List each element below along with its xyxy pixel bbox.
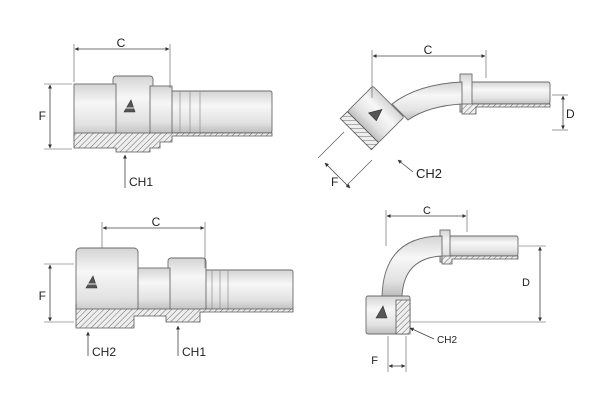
elbow45-hex <box>339 86 404 151</box>
fitting-90-elbow: C D F CH2 <box>365 205 546 372</box>
d-label: D <box>566 107 575 121</box>
tail-ribs-2 <box>211 270 229 310</box>
elbow90-hatch-tail <box>441 255 519 265</box>
fitting-45-elbow: C D F CH2 <box>317 43 575 189</box>
elbow90-bend <box>381 235 443 297</box>
f4-label: F <box>371 355 378 367</box>
section-hatch-2 <box>75 304 294 329</box>
fitting-straight-female: C F CH2 CH1 <box>39 215 294 359</box>
ch2-label-right: CH2 <box>437 335 457 346</box>
c-label: C <box>117 36 126 50</box>
elbow90-tail <box>441 235 519 257</box>
f2-dimension-line <box>324 162 351 189</box>
section-hatch <box>73 132 273 153</box>
ch1-label: CH1 <box>129 175 153 189</box>
tail-ribs <box>179 91 201 133</box>
logo-mark-2 <box>85 275 98 289</box>
logo-mark <box>123 99 136 113</box>
hose-tail <box>169 90 273 134</box>
d4-label: D <box>522 277 530 289</box>
elbow45-bend <box>391 81 463 121</box>
elbow45-hatch-tail <box>461 103 551 115</box>
f2-ext-a <box>317 131 345 159</box>
hex-2 <box>167 257 207 313</box>
ch2-leader-right <box>409 327 435 340</box>
swivel-nut <box>75 247 139 317</box>
ch2-leader-top <box>397 159 414 173</box>
f-label: F <box>39 109 46 123</box>
collar <box>149 85 173 135</box>
fitting-straight-male: C F CH1 <box>39 36 273 189</box>
threaded-end <box>73 83 117 139</box>
f3-label: F <box>39 289 46 303</box>
ch2-label-bottom: CH2 <box>92 345 116 359</box>
logo-mark-4 <box>375 305 388 319</box>
elbow45-tail <box>461 81 551 105</box>
ch2-label-top: CH2 <box>416 166 442 181</box>
f2-label: F <box>331 175 338 189</box>
hose-tail-2 <box>204 269 294 311</box>
c3-label: C <box>152 215 161 229</box>
c2-label: C <box>424 43 433 57</box>
f2-ext-b <box>345 159 373 187</box>
elbow90-hatch-hex <box>395 299 411 335</box>
body-2 <box>133 267 171 311</box>
c4-label: C <box>423 205 431 217</box>
ch1-label-bottom: CH1 <box>182 345 206 359</box>
